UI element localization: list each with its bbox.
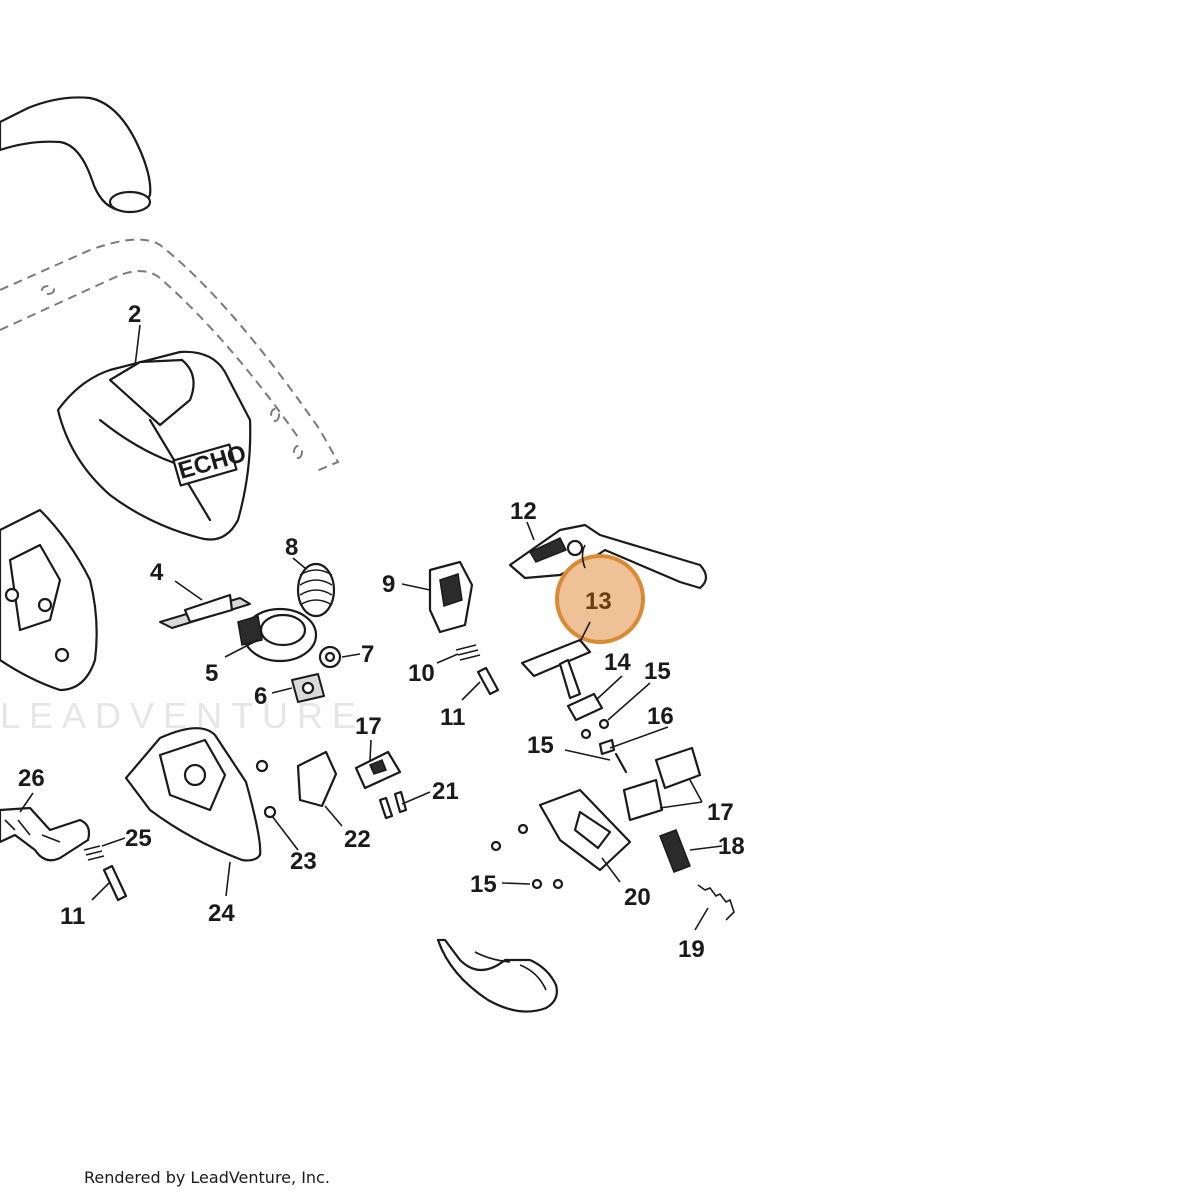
callout-18[interactable]: 18: [718, 833, 745, 860]
part-26-handle[interactable]: [0, 806, 91, 862]
part-21-pins[interactable]: [378, 790, 408, 820]
leader-lines: [19, 324, 723, 931]
part-20-plate[interactable]: [538, 788, 632, 872]
highlight-circle[interactable]: [555, 554, 645, 644]
part-9-bracket[interactable]: [428, 560, 474, 634]
part-8-spring[interactable]: [296, 562, 336, 618]
callout-21[interactable]: 21: [432, 778, 459, 805]
part-25-spring[interactable]: [83, 845, 105, 861]
part-4-plate[interactable]: [159, 593, 251, 629]
part-7-gear[interactable]: [318, 645, 342, 669]
part-16-pin[interactable]: [598, 738, 616, 756]
callout-17-right[interactable]: 17: [707, 799, 734, 826]
callout-15-bottom[interactable]: 15: [470, 871, 497, 898]
callout-12[interactable]: 12: [510, 498, 537, 525]
callout-8[interactable]: 8: [285, 534, 298, 561]
callout-11-left[interactable]: 11: [60, 903, 85, 930]
callout-25[interactable]: 25: [125, 825, 152, 852]
callout-2[interactable]: 2: [128, 301, 141, 328]
callout-13[interactable]: 13: [585, 588, 612, 615]
callout-labels: 2 4 5 6 7 8 9 10 11 12 14 15 16 15 17 18…: [18, 301, 745, 963]
part-6-block[interactable]: [291, 673, 325, 703]
footer-credit: Rendered by LeadVenture, Inc.: [84, 1168, 330, 1187]
part-10-spring[interactable]: [455, 644, 481, 661]
callout-7[interactable]: 7: [361, 641, 374, 668]
callout-15-top[interactable]: 15: [644, 658, 671, 685]
callout-19[interactable]: 19: [678, 936, 705, 963]
callout-22[interactable]: 22: [344, 826, 371, 853]
callout-17-left[interactable]: 17: [355, 713, 382, 740]
callout-6[interactable]: 6: [254, 683, 267, 710]
wire-harness: [436, 938, 558, 1013]
callout-14[interactable]: 14: [604, 649, 631, 676]
callout-16[interactable]: 16: [647, 703, 674, 730]
callout-23[interactable]: 23: [290, 848, 317, 875]
callout-11-center[interactable]: 11: [440, 704, 465, 731]
part-2-top-cover[interactable]: ECHO: [56, 350, 252, 541]
callout-5[interactable]: 5: [205, 660, 218, 687]
callout-26[interactable]: 26: [18, 765, 45, 792]
callout-24[interactable]: 24: [208, 900, 235, 927]
callout-9[interactable]: 9: [382, 571, 395, 598]
callout-15-mid[interactable]: 15: [527, 732, 554, 759]
highlight-callout-13[interactable]: 13: [555, 544, 645, 644]
callout-4[interactable]: 4: [150, 559, 164, 586]
part-22-latch[interactable]: [296, 750, 338, 808]
part-15-screws[interactable]: [490, 718, 628, 890]
part-13-trigger[interactable]: [520, 638, 592, 700]
callout-20[interactable]: 20: [624, 884, 651, 911]
part-17-switches[interactable]: [622, 746, 702, 822]
part-18-sleeve[interactable]: [659, 829, 691, 873]
part-14-cap[interactable]: [566, 692, 604, 722]
part-19-spring[interactable]: [697, 884, 735, 921]
watermark-text: LEADVENTURE: [0, 695, 365, 736]
left-housing: [0, 508, 98, 692]
part-23-screws[interactable]: [255, 759, 277, 819]
part-11-pin-left[interactable]: [102, 864, 128, 902]
part-11-pin-center[interactable]: [476, 666, 500, 696]
part-24-housing[interactable]: [124, 727, 262, 862]
ghost-outline: [0, 238, 340, 473]
part-17-switch-left[interactable]: [354, 750, 402, 790]
part-5-drum[interactable]: [237, 607, 318, 663]
handle-tube: [0, 96, 152, 214]
callout-10[interactable]: 10: [408, 660, 435, 687]
